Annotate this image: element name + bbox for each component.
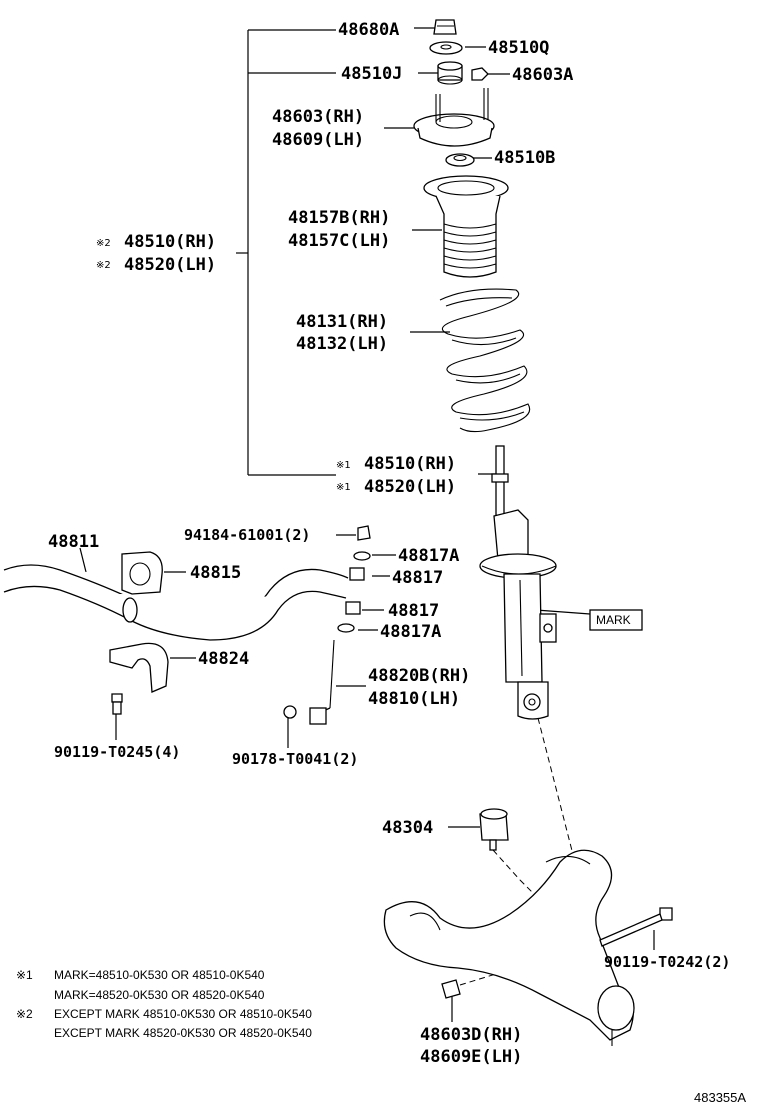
note-1-line-1: MARK=48510-0K530 OR 48510-0K540	[54, 968, 265, 982]
boot-48157B	[423, 175, 509, 278]
label-48817-bot: 48817	[388, 601, 439, 621]
label-48815: 48815	[190, 563, 241, 583]
label-48304: 48304	[382, 818, 433, 838]
cap-48680A	[433, 19, 457, 35]
label-48817A-top: 48817A	[398, 546, 459, 566]
coil-spring-48131	[439, 288, 531, 433]
label-48820B: 48820B(RH)	[368, 666, 470, 686]
label-48510B: 48510B	[494, 148, 555, 168]
label-48510-rh-1: 48510(RH)	[364, 454, 456, 474]
mark-1-lower: ※1	[336, 482, 351, 493]
label-48824: 48824	[198, 649, 249, 669]
label-48609E: 48609E(LH)	[420, 1047, 522, 1067]
label-48510Q: 48510Q	[488, 38, 549, 58]
bracket-48824	[109, 642, 169, 693]
bumper-48304	[479, 808, 509, 851]
insulator-48510B	[445, 153, 475, 167]
shock-absorber-48510	[479, 445, 557, 720]
label-48817-top: 48817	[392, 568, 443, 588]
label-90119-T0242: 90119-T0242(2)	[604, 953, 730, 971]
mark-1-upper: ※1	[336, 460, 351, 471]
label-48810: 48810(LH)	[368, 689, 460, 709]
label-48520-lh-2: 48520(LH)	[124, 255, 216, 275]
stabilizer-bar-48811	[3, 564, 349, 641]
label-90178: 90178-T0041(2)	[232, 750, 358, 768]
label-48131: 48131(RH)	[296, 312, 388, 332]
mark-box-label: MARK	[596, 613, 631, 627]
note-2-line-1: EXCEPT MARK 48510-0K530 OR 48510-0K540	[54, 1007, 312, 1021]
label-48510J: 48510J	[341, 64, 402, 84]
label-48680A: 48680A	[338, 20, 399, 40]
mark-box: MARK	[589, 609, 643, 631]
mark-2-upper: ※2	[96, 238, 111, 249]
label-94184: 94184-61001(2)	[184, 526, 310, 544]
note-2-mark: ※2	[16, 1007, 33, 1021]
bolt-90119-T0245	[111, 693, 123, 715]
bushing-48815	[121, 551, 163, 595]
note-2-line-2: EXCEPT MARK 48520-0K530 OR 48520-0K540	[54, 1026, 312, 1040]
diagram-reference-number: 483355A	[694, 1090, 746, 1105]
note-1-mark: ※1	[16, 968, 33, 982]
label-48817A-bot: 48817A	[380, 622, 441, 642]
mark-2-lower: ※2	[96, 260, 111, 271]
label-48811: 48811	[48, 532, 99, 552]
label-48157B: 48157B(RH)	[288, 208, 390, 228]
note-1-line-2: MARK=48520-0K530 OR 48520-0K540	[54, 988, 265, 1002]
part-labels: 48680A 48510Q 48510J 48603A 48603(RH) 48…	[48, 20, 730, 1067]
label-48603: 48603(RH)	[272, 107, 364, 127]
bolt-90119-T0242	[599, 907, 673, 947]
label-48603A: 48603A	[512, 65, 573, 85]
nut-48603A	[471, 67, 489, 81]
notes: ※1 MARK=48510-0K530 OR 48510-0K540 MARK=…	[16, 968, 312, 1040]
label-90119-T0245: 90119-T0245(4)	[54, 743, 180, 761]
link-parts	[283, 525, 371, 725]
label-48520-lh-1: 48520(LH)	[364, 477, 456, 497]
label-48609: 48609(LH)	[272, 130, 364, 150]
label-48603D: 48603D(RH)	[420, 1025, 522, 1045]
assembly-bracket	[236, 29, 336, 476]
lower-arm	[383, 849, 635, 1046]
nut-48603D	[441, 979, 461, 999]
support-48603	[413, 88, 495, 147]
label-48510-rh-2: 48510(RH)	[124, 232, 216, 252]
label-48157C: 48157C(LH)	[288, 231, 390, 251]
washer-48510Q	[429, 41, 463, 55]
bushing-48510J	[437, 61, 463, 85]
label-48132: 48132(LH)	[296, 334, 388, 354]
